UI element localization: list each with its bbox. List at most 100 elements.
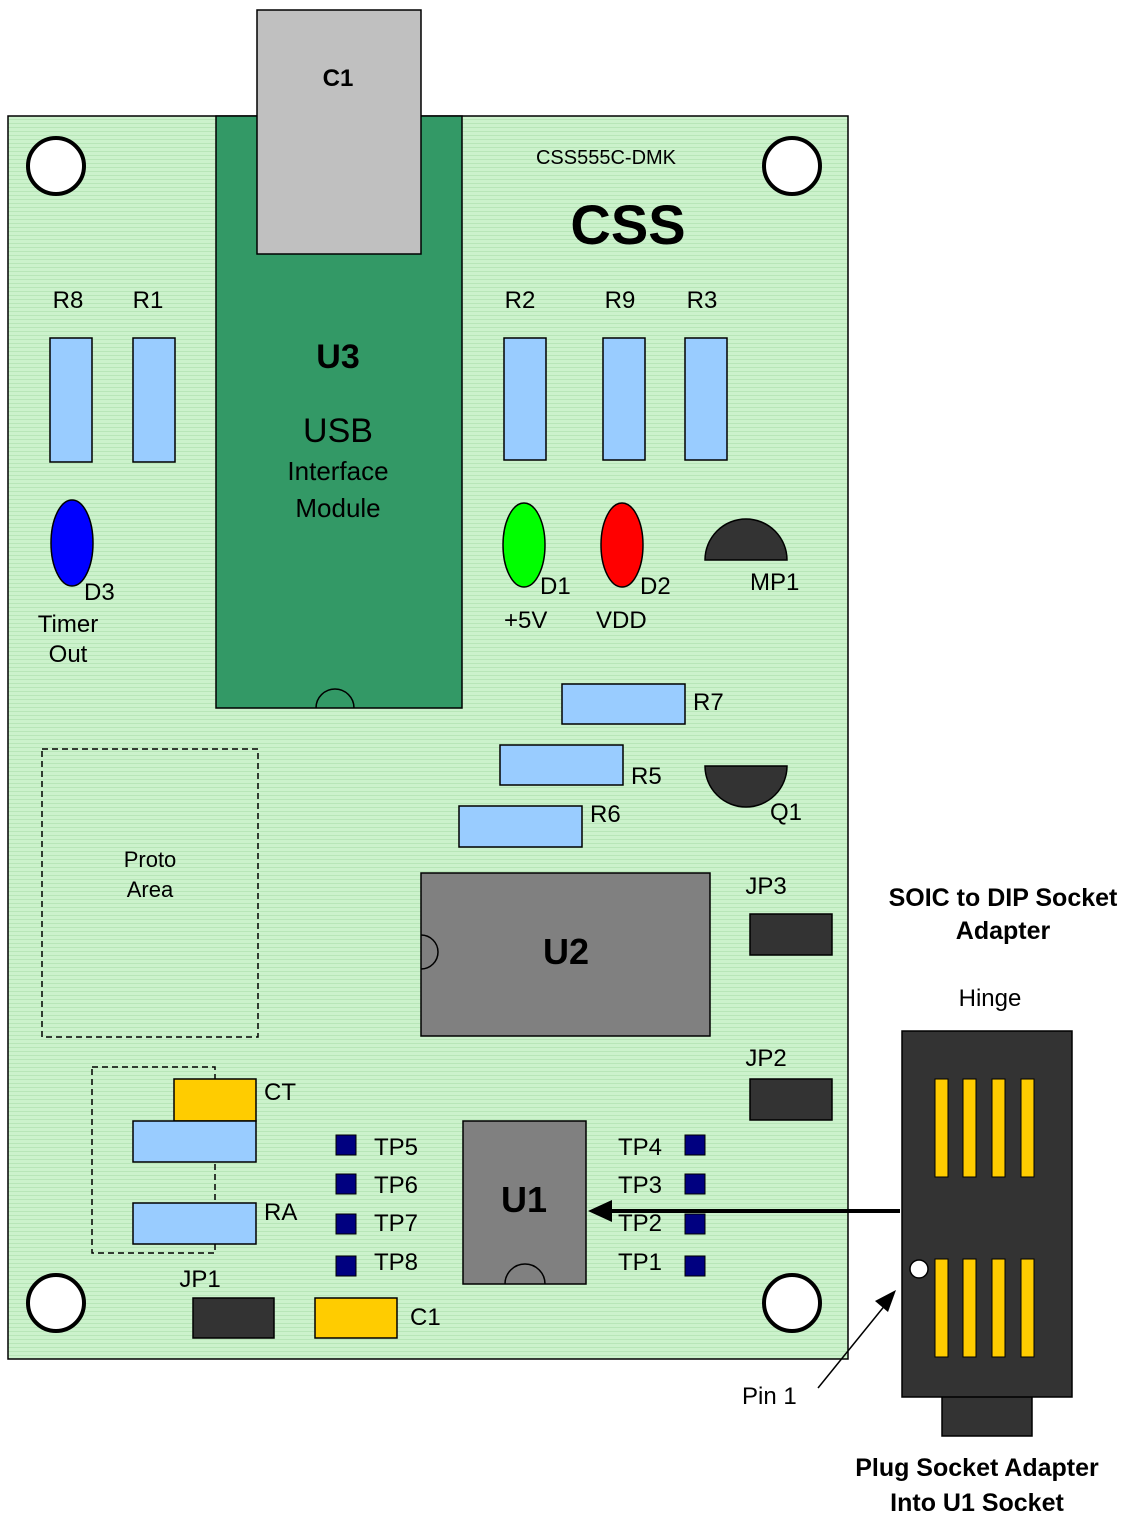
tp3-pad [684, 1173, 706, 1195]
ct-capacitor [173, 1078, 257, 1122]
tp6-pad [335, 1173, 357, 1195]
r3-label: R3 [687, 287, 718, 314]
pin1-label: Pin 1 [742, 1383, 797, 1410]
d1-led-green [502, 502, 546, 588]
mounting-hole-bottom-left [26, 1273, 86, 1333]
tp1-label: TP1 [618, 1249, 662, 1276]
pin1-pointer-line [817, 1303, 887, 1389]
tp6-label: TP6 [374, 1172, 418, 1199]
u3-notch [315, 688, 355, 709]
r7-label: R7 [693, 689, 724, 716]
d2-caption: VDD [596, 607, 647, 634]
tp4-pad [684, 1134, 706, 1156]
adapter-plug [941, 1395, 1033, 1437]
proto-label-1: Proto [124, 847, 177, 872]
adapter-pin-top-4 [1020, 1078, 1035, 1178]
ra-label: RA [264, 1199, 297, 1226]
tp3-label: TP3 [618, 1172, 662, 1199]
r8-label: R8 [53, 287, 84, 314]
tp2-label: TP2 [618, 1210, 662, 1237]
tp7-pad [335, 1213, 357, 1235]
rb-resistor [132, 1120, 257, 1163]
c1-capacitor [314, 1297, 398, 1339]
r6-resistor [458, 805, 583, 848]
board-logo: CSS [570, 193, 685, 256]
pin1-marker [909, 1259, 929, 1279]
r5-label: R5 [631, 763, 662, 790]
pin1-pointer-head [875, 1290, 896, 1312]
ct-label: CT [264, 1079, 296, 1106]
c1-bottom-label: C1 [410, 1304, 441, 1331]
board-model: CSS555C-DMK [536, 147, 677, 169]
tp8-pad [335, 1255, 357, 1277]
proto-area [41, 748, 259, 1038]
jp3-label: JP3 [745, 873, 786, 900]
ra-resistor [132, 1202, 257, 1245]
u1-notch [504, 1263, 546, 1285]
tp1-pad [684, 1255, 706, 1277]
d3-label: D3 [84, 579, 115, 606]
mounting-hole-top-left [26, 136, 86, 196]
r1-label: R1 [133, 287, 164, 314]
adapter-pin-bottom-4 [1020, 1258, 1035, 1358]
mp1-component [704, 518, 788, 561]
u3-line-usb: USB [303, 412, 373, 450]
arrow-to-u1-head [588, 1200, 612, 1222]
tp2-pad [684, 1213, 706, 1235]
d3-caption-timer: Timer [38, 611, 98, 638]
adapter-pin-top-1 [934, 1078, 949, 1178]
u1-label: U1 [501, 1179, 547, 1220]
adapter-pin-top-3 [991, 1078, 1006, 1178]
jp1-label: JP1 [179, 1266, 220, 1293]
u3-line-interface: Interface [287, 456, 388, 486]
d1-caption: +5V [504, 607, 547, 634]
adapter-title-1: SOIC to DIP Socket [889, 884, 1118, 912]
proto-label-2: Area [127, 877, 174, 902]
adapter-pin-top-2 [962, 1078, 977, 1178]
u1-socket [462, 1120, 587, 1285]
c1-usb-connector [256, 9, 422, 255]
jp2-label: JP2 [745, 1045, 786, 1072]
tp4-label: TP4 [618, 1134, 662, 1161]
r5-resistor [499, 744, 624, 786]
soic-dip-adapter [901, 1030, 1073, 1398]
u3-label: U3 [316, 338, 359, 376]
tp7-label: TP7 [374, 1210, 418, 1237]
mounting-hole-bottom-right [762, 1273, 822, 1333]
jp3-jumper [749, 913, 833, 956]
tp5-label: TP5 [374, 1134, 418, 1161]
mp1-label: MP1 [750, 569, 799, 596]
adapter-pin-bottom-2 [962, 1258, 977, 1358]
tp5-pad [335, 1134, 357, 1156]
c1-top-label: C1 [323, 65, 354, 92]
r8-resistor [49, 337, 93, 463]
r2-resistor [503, 337, 547, 461]
d3-caption-out: Out [49, 641, 88, 668]
d2-label: D2 [640, 573, 671, 600]
jp2-jumper [749, 1078, 833, 1121]
r9-label: R9 [605, 287, 636, 314]
d3-led-blue [50, 499, 94, 587]
adapter-pin-bottom-1 [934, 1258, 949, 1358]
u2-chip [420, 872, 711, 1037]
q1-transistor [704, 765, 788, 808]
u3-line-module: Module [295, 493, 380, 523]
r7-resistor [561, 683, 686, 725]
adapter-caption-1: Plug Socket Adapter [855, 1454, 1099, 1482]
jp1-jumper [192, 1297, 275, 1339]
adapter-pin-bottom-3 [991, 1258, 1006, 1358]
r1-resistor [132, 337, 176, 463]
mounting-hole-top-right [762, 136, 822, 196]
tp8-label: TP8 [374, 1249, 418, 1276]
u2-notch [420, 934, 439, 970]
r6-label: R6 [590, 801, 621, 828]
adapter-title-2: Adapter [956, 917, 1051, 945]
q1-label: Q1 [770, 799, 802, 826]
r2-label: R2 [505, 287, 536, 314]
d2-led-red [600, 502, 644, 588]
r3-resistor [684, 337, 728, 461]
adapter-hinge-label: Hinge [959, 985, 1022, 1012]
adapter-caption-2: Into U1 Socket [890, 1489, 1064, 1517]
r9-resistor [602, 337, 646, 461]
